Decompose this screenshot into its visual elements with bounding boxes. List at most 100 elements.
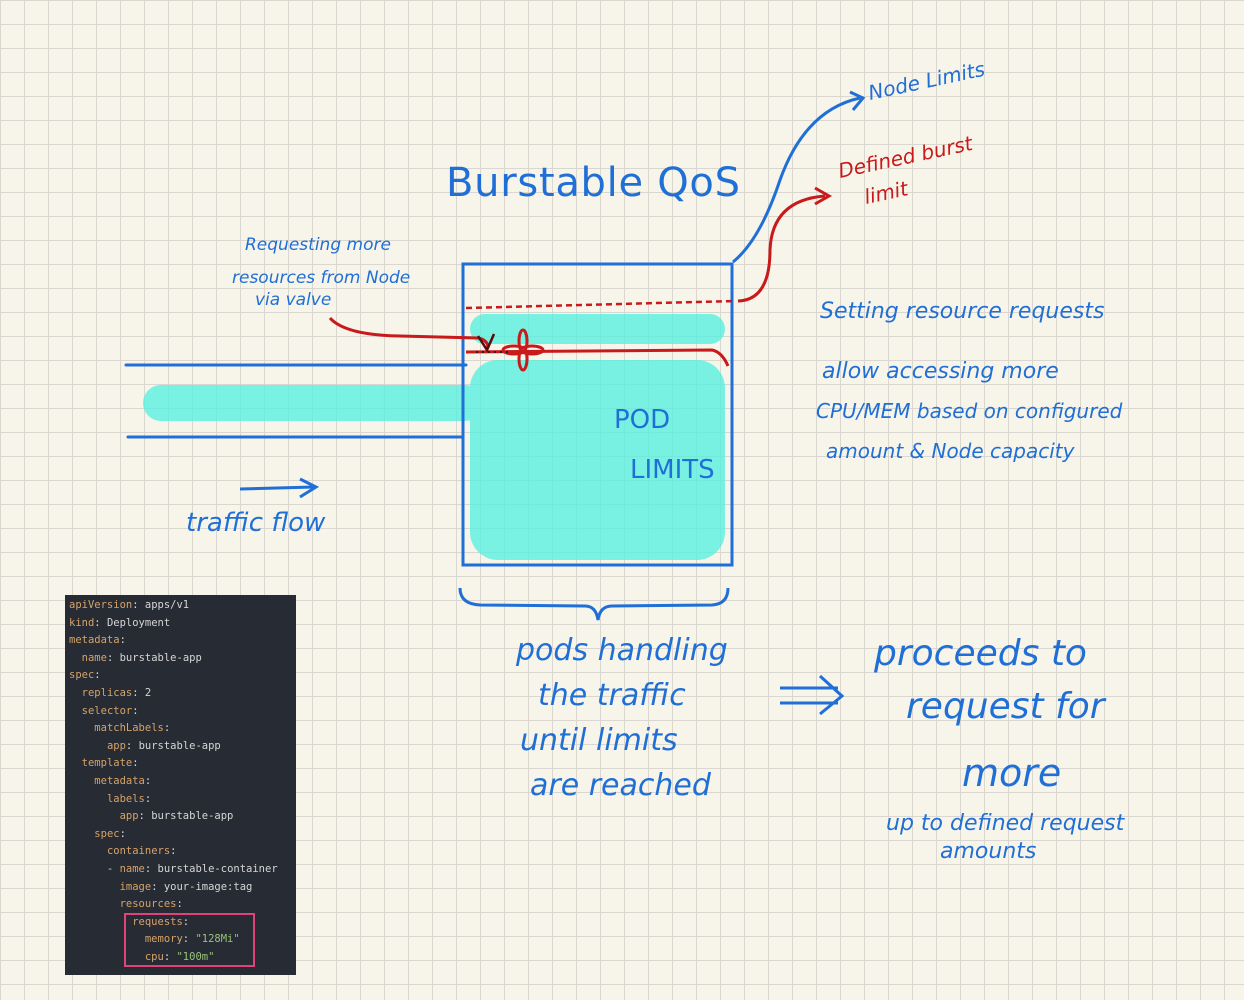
curly-brace: [458, 587, 730, 621]
code-value: burstable-app: [138, 739, 221, 752]
code-separator: :: [151, 880, 164, 893]
valve-icon: [501, 328, 545, 372]
code-indent: [69, 687, 82, 699]
code-line: kind: Deployment: [69, 615, 296, 633]
code-separator: :: [163, 950, 177, 963]
code-value: apps/v1: [144, 599, 190, 611]
code-indent: -: [69, 862, 120, 875]
implies-arrow-icon: [780, 674, 845, 716]
code-indent: [69, 845, 107, 857]
code-separator: :: [125, 739, 139, 752]
request-arrow: [328, 316, 490, 349]
code-key: spec: [94, 827, 120, 840]
traffic-flow-label: traffic flow: [186, 508, 326, 538]
code-indent: [69, 810, 120, 822]
burst-limit-label-2: limit: [862, 176, 911, 209]
code-line: matchLabels:: [69, 720, 296, 738]
proceeds-label-5: amounts: [940, 839, 1036, 864]
pod-limits-label-1: POD: [614, 405, 670, 435]
pod-box: [461, 262, 734, 567]
pods-handling-label-2: the traffic: [538, 678, 686, 713]
setting-label-2: allow accessing more: [822, 359, 1059, 384]
code-separator: :: [132, 704, 139, 717]
code-line: name: burstable-app: [69, 650, 296, 668]
code-line: resources:: [69, 896, 296, 914]
code-value: "128Mi": [195, 933, 240, 946]
code-key: name: [119, 862, 145, 875]
node-limit-arrow-head: [849, 90, 866, 111]
burst-arrow-head: [814, 186, 833, 206]
setting-label-3: CPU/MEM based on configured: [816, 399, 1123, 423]
burst-arrow: [737, 194, 826, 303]
node-limit-arrow: [732, 96, 861, 264]
code-separator: :: [132, 599, 145, 611]
code-key: metadata: [94, 774, 145, 787]
code-separator: :: [170, 845, 177, 858]
code-line: requests:: [69, 914, 296, 932]
traffic-flow-arrow-head: [299, 477, 320, 499]
request-arrow-head: [476, 333, 496, 353]
code-indent: [69, 652, 82, 664]
code-indent: [69, 828, 94, 840]
code-key: replicas: [81, 686, 133, 699]
code-key: resources: [119, 898, 177, 911]
code-key: selector: [81, 704, 133, 717]
code-separator: :: [119, 634, 126, 647]
code-key: labels: [106, 792, 145, 805]
burst-limit-label: Defined burst: [836, 131, 976, 183]
pod-limits-label-2: LIMITS: [630, 455, 715, 485]
code-key: apiVersion: [69, 599, 133, 611]
code-line: template:: [69, 755, 296, 773]
code-indent: [69, 898, 120, 910]
proceeds-label-3: more: [962, 751, 1061, 795]
code-line: apiVersion: apps/v1: [69, 597, 296, 615]
code-line: replicas: 2: [69, 685, 296, 703]
code-line: - name: burstable-container: [69, 861, 296, 879]
code-line: selector:: [69, 703, 296, 721]
code-key: app: [106, 739, 126, 752]
code-line: app: burstable-app: [69, 738, 296, 756]
code-value: burstable-container: [157, 862, 278, 875]
pipe: [124, 363, 468, 439]
proceeds-label-4: up to defined request: [886, 811, 1126, 836]
traffic-flow-arrow: [239, 485, 315, 491]
code-line: memory: "128Mi": [69, 931, 296, 949]
code-key: matchLabels: [94, 722, 164, 735]
code-key: memory: [144, 933, 183, 946]
code-value: burstable-app: [119, 651, 202, 664]
code-indent: [69, 793, 107, 805]
code-indent: [69, 740, 107, 752]
code-separator: :: [144, 792, 152, 805]
code-line: cpu: "100m": [69, 949, 296, 967]
node-limits-label: Node Limits: [866, 57, 987, 105]
code-line: containers:: [69, 843, 296, 861]
proceeds-label-1: proceeds to: [873, 633, 1087, 674]
code-separator: :: [163, 722, 171, 735]
code-separator: :: [182, 915, 190, 928]
burst-limit-line: [465, 299, 736, 310]
code-key: kind: [69, 616, 95, 629]
code-separator: :: [144, 862, 158, 875]
code-line: app: burstable-app: [69, 808, 296, 826]
code-line: metadata:: [69, 632, 296, 650]
code-key: requests: [132, 915, 183, 928]
code-value: burstable-app: [151, 810, 234, 823]
code-indent: [69, 775, 94, 787]
code-value: Deployment: [106, 616, 171, 629]
setting-label-4: amount & Node capacity: [826, 439, 1076, 463]
code-line: spec:: [69, 667, 296, 685]
code-value: your-image:tag: [163, 880, 253, 893]
requests-highlight-box: [124, 913, 255, 967]
code-separator: :: [119, 827, 126, 840]
code-key: cpu: [144, 950, 164, 963]
code-line: metadata:: [69, 773, 296, 791]
code-separator: :: [132, 757, 139, 770]
requesting-label-2: resources from Node: [232, 268, 410, 288]
code-separator: :: [106, 651, 120, 664]
diagram-title: Burstable QoS: [446, 160, 740, 206]
code-line: image: your-image:tag: [69, 879, 296, 897]
code-key: name: [81, 651, 107, 664]
code-key: spec: [69, 669, 95, 682]
code-indent: [69, 757, 82, 769]
setting-label-1: Setting resource requests: [820, 299, 1104, 324]
